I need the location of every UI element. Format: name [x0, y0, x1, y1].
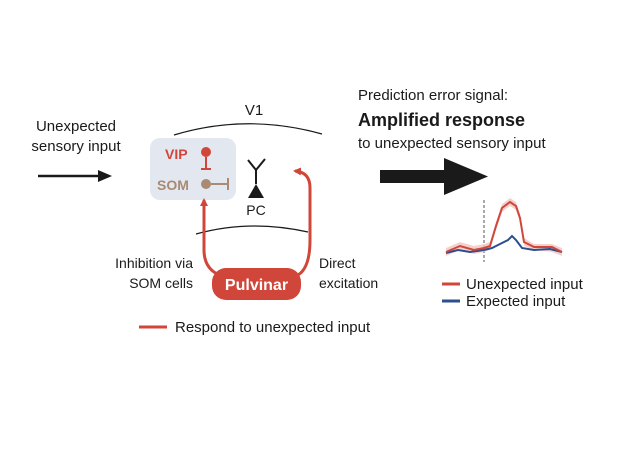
direct-label-line2: excitation [319, 275, 378, 291]
v1-bottom-arc [195, 225, 309, 235]
pulvinar-label: Pulvinar [225, 277, 288, 294]
som-inhibition-to-pc [211, 178, 229, 190]
som-label: SOM [157, 177, 189, 193]
expected-legend-label: Expected input [466, 293, 566, 310]
input-arrow [38, 170, 112, 182]
pc-label: PC [246, 202, 265, 218]
inhibition-label-line2: SOM cells [129, 275, 193, 291]
v1-label: V1 [245, 102, 263, 119]
direct-label-line1: Direct [319, 255, 356, 271]
output-label-line1: Prediction error signal: [358, 87, 508, 104]
vip-label: VIP [165, 146, 188, 162]
output-label-line2: Amplified response [358, 110, 525, 130]
vip-soma [201, 147, 211, 157]
v1-top-arc [173, 123, 323, 136]
inhibition-label-line1: Inhibition via [115, 255, 193, 271]
unexpected-trace [445, 200, 563, 253]
input-label-line1: Unexpected [36, 118, 116, 135]
pulvinar-node [212, 268, 301, 300]
pyramidal-cell-icon [247, 158, 266, 198]
vip-inhibition-to-som [201, 157, 211, 170]
pulvinar-to-som-pathway [200, 198, 223, 278]
unexpected-legend-label: Unexpected input [466, 276, 584, 293]
expected-trace [445, 234, 563, 254]
pulvinar-to-pc-pathway [293, 167, 312, 278]
output-label-line3: to unexpected sensory input [358, 135, 546, 152]
input-label-line2: sensory input [31, 138, 121, 155]
response-traces [445, 198, 563, 262]
som-soma [201, 179, 211, 189]
output-arrow [380, 158, 488, 195]
respond-legend-label: Respond to unexpected input [175, 319, 371, 336]
